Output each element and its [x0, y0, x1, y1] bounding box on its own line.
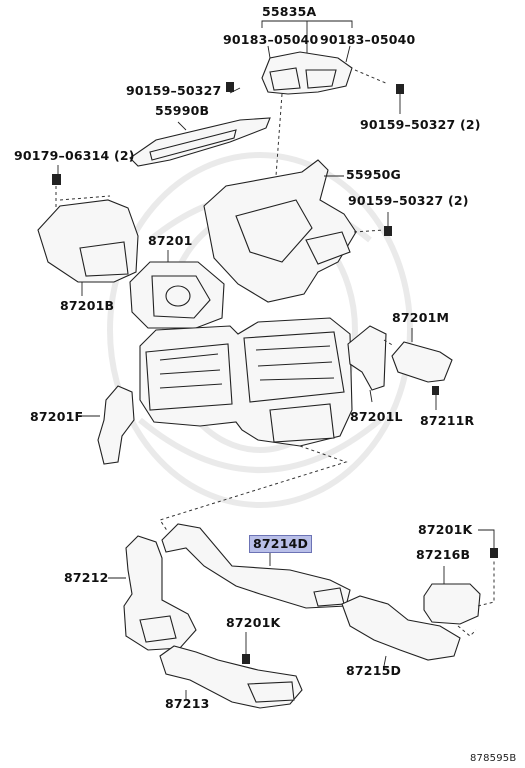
duct-87215d — [341, 595, 461, 661]
diagram-code: 878595B — [470, 753, 517, 764]
label-90159-50327-2-mid: 90159–50327 (2) — [348, 193, 469, 208]
label-90183-05040-left: 90183–05040 — [223, 32, 319, 47]
label-87201m: 87201M — [392, 310, 450, 325]
label-90159-50327: 90159–50327 — [126, 83, 222, 98]
label-55990b: 55990B — [155, 103, 210, 118]
label-87201k-right: 87201K — [418, 522, 473, 537]
duct-87201m — [391, 341, 453, 383]
label-87211r: 87211R — [420, 413, 475, 428]
duct-87201 — [129, 261, 225, 329]
duct-87216b — [423, 583, 481, 625]
label-87201b: 87201B — [60, 298, 115, 313]
label-87201k-bottom: 87201K — [226, 615, 281, 630]
label-87212: 87212 — [64, 570, 109, 585]
label-87214d-highlighted[interactable]: 87214D — [249, 535, 313, 553]
duct-55835a — [261, 51, 353, 95]
label-87201l: 87201L — [350, 409, 403, 424]
hvac-unit — [139, 317, 353, 447]
label-87216b: 87216B — [416, 547, 471, 562]
duct-87214d — [161, 523, 351, 609]
duct-87201l — [347, 325, 387, 391]
label-87201f: 87201F — [30, 409, 84, 424]
duct-87201f — [97, 385, 135, 465]
label-87213: 87213 — [165, 696, 210, 711]
label-87201: 87201 — [148, 233, 193, 248]
label-90183-05040-right: 90183–05040 — [320, 32, 416, 47]
label-55835a: 55835A — [262, 4, 317, 19]
duct-87201b — [37, 199, 139, 283]
cover-55990b — [129, 117, 271, 167]
duct-87213 — [159, 645, 303, 709]
housing-55950g — [203, 159, 357, 303]
label-90179-06314: 90179–06314 (2) — [14, 148, 135, 163]
label-87215d: 87215D — [346, 663, 402, 678]
duct-87212 — [123, 535, 197, 651]
label-90159-50327-2-top: 90159–50327 (2) — [360, 117, 481, 132]
label-55950g: 55950G — [346, 167, 401, 182]
